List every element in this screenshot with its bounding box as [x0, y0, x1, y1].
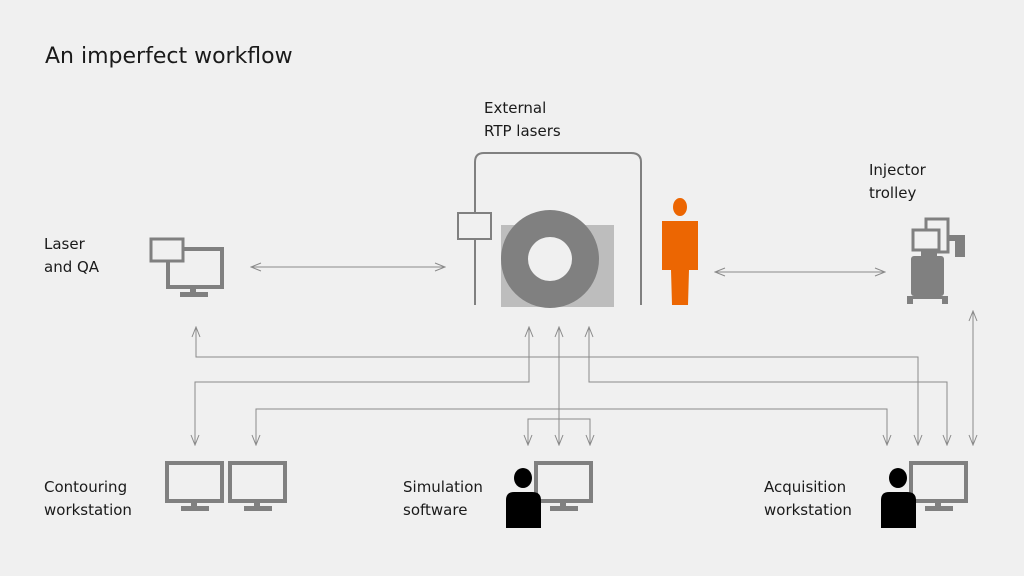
simulation-monitor-icon	[534, 461, 593, 511]
injector-trolley-line-2: trolley	[869, 184, 917, 202]
laser-qa-line-1: Laser	[44, 235, 85, 253]
contouring-workstation-label: Contouring workstation	[44, 476, 132, 522]
ct-scanner-icon	[474, 152, 642, 308]
simulation-software-label: Simulation software	[403, 476, 483, 522]
laser-qa-label: Laser and QA	[44, 233, 99, 279]
operator-icon	[881, 468, 916, 528]
external-lasers-label: External RTP lasers	[484, 97, 561, 143]
acquisition-workstation-label: Acquisition workstation	[764, 476, 852, 522]
patient-icon	[662, 198, 698, 305]
acquisition-line-2: workstation	[764, 501, 852, 519]
arrow-simulation-link	[528, 418, 590, 445]
arrow-contouring-acquisition	[256, 408, 887, 445]
laser-qa-monitor-icon	[149, 237, 224, 297]
acquisition-line-1: Acquisition	[764, 478, 847, 496]
operator-icon	[506, 468, 541, 528]
arrow-ct-acquisition	[589, 327, 947, 445]
acquisition-monitor-icon	[909, 461, 968, 511]
contouring-line-1: Contouring	[44, 478, 128, 496]
injector-trolley-line-1: Injector	[869, 161, 926, 179]
laser-icon	[457, 212, 492, 240]
page-title: An imperfect workflow	[45, 44, 293, 69]
arrow-laser-acquisition	[196, 327, 918, 445]
simulation-line-1: Simulation	[403, 478, 483, 496]
laser-qa-line-2: and QA	[44, 258, 100, 276]
contouring-monitor-1-icon	[165, 461, 224, 511]
simulation-line-2: software	[403, 501, 468, 519]
external-lasers-line-2: RTP lasers	[484, 122, 561, 140]
injector-trolley-icon	[907, 217, 965, 304]
contouring-line-2: workstation	[44, 501, 132, 519]
arrow-ct-contouring	[195, 327, 529, 445]
connectors	[195, 267, 973, 445]
injector-trolley-label: Injector trolley	[869, 159, 926, 205]
contouring-monitor-2-icon	[228, 461, 287, 511]
external-lasers-line-1: External	[484, 99, 547, 117]
